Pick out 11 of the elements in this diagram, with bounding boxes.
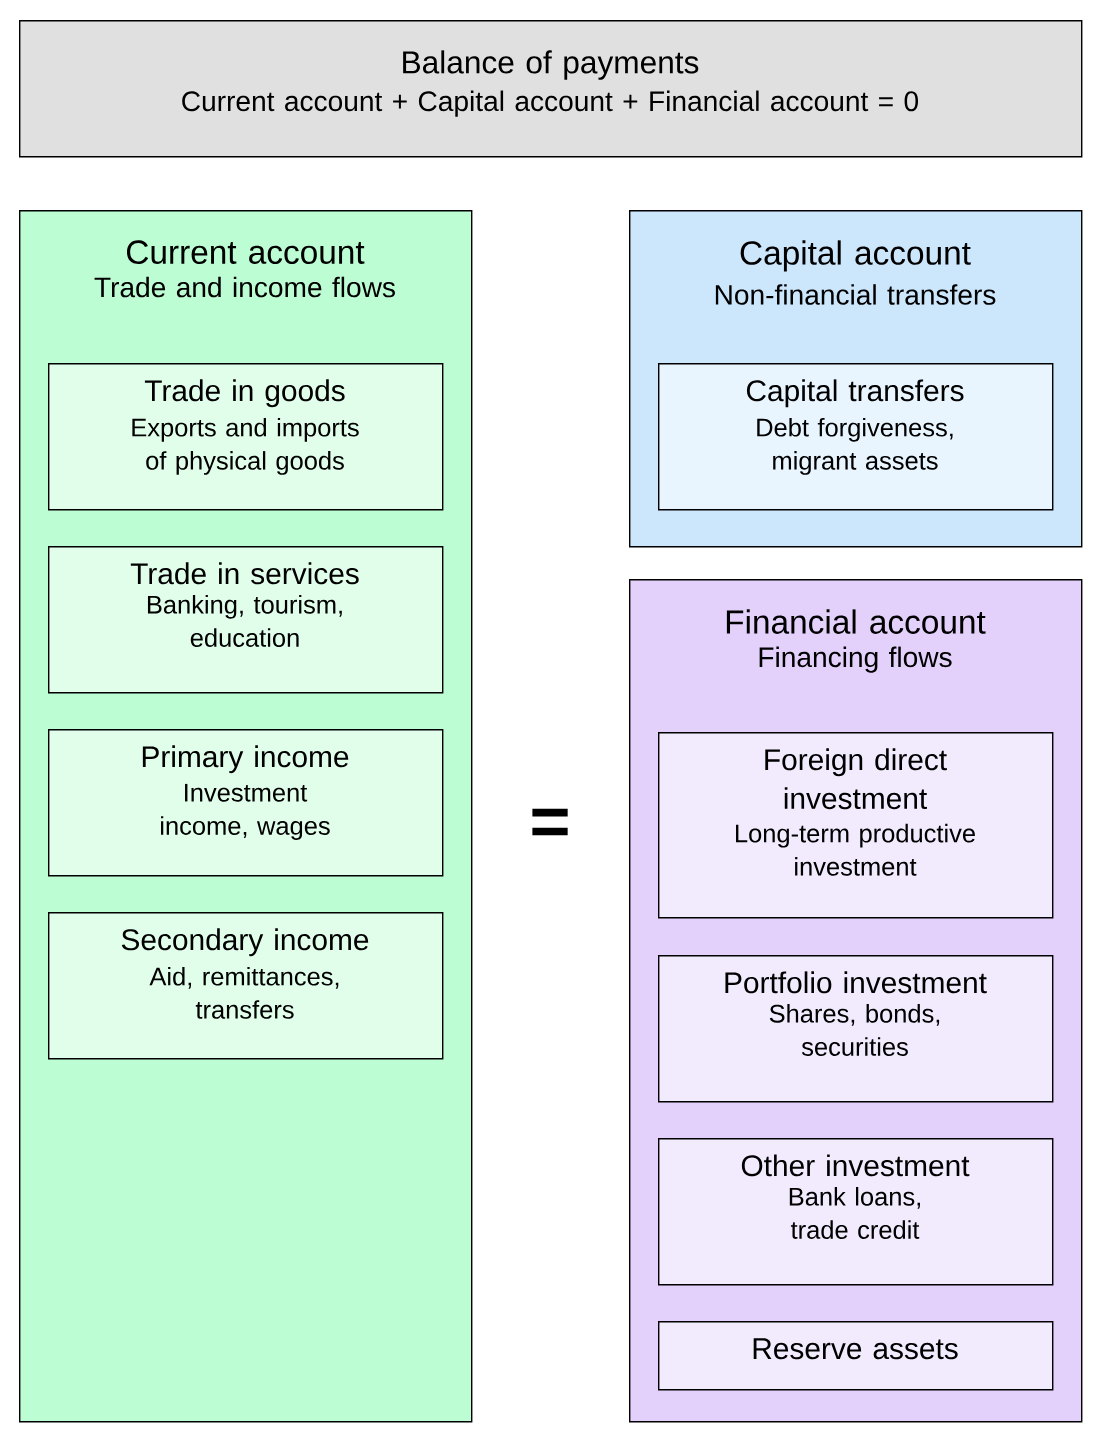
header-box: Balance of payments Current account + Capital account + Financial account = 0 — [19, 20, 1083, 158]
component-box: Primary income Investment income, wages — [48, 729, 444, 877]
component-box: Trade in services Banking, tourism, education — [48, 546, 444, 694]
equals-sign: = — [532, 808, 568, 836]
component-box: Portfolio investment Shares, bonds, securities — [658, 955, 1054, 1103]
component-box: Reserve assets — [658, 1321, 1054, 1391]
component-box: Other investment Bank loans, trade credit — [658, 1138, 1054, 1286]
component-box: Secondary income Aid, remittances, transfers — [48, 912, 444, 1060]
component-box: Foreign direct investment Long-term productive investment — [658, 732, 1054, 919]
component-box: Capital transfers Debt forgiveness, migrant assets — [658, 363, 1054, 511]
component-box: Trade in goods Exports and imports of physical goods — [48, 363, 444, 511]
